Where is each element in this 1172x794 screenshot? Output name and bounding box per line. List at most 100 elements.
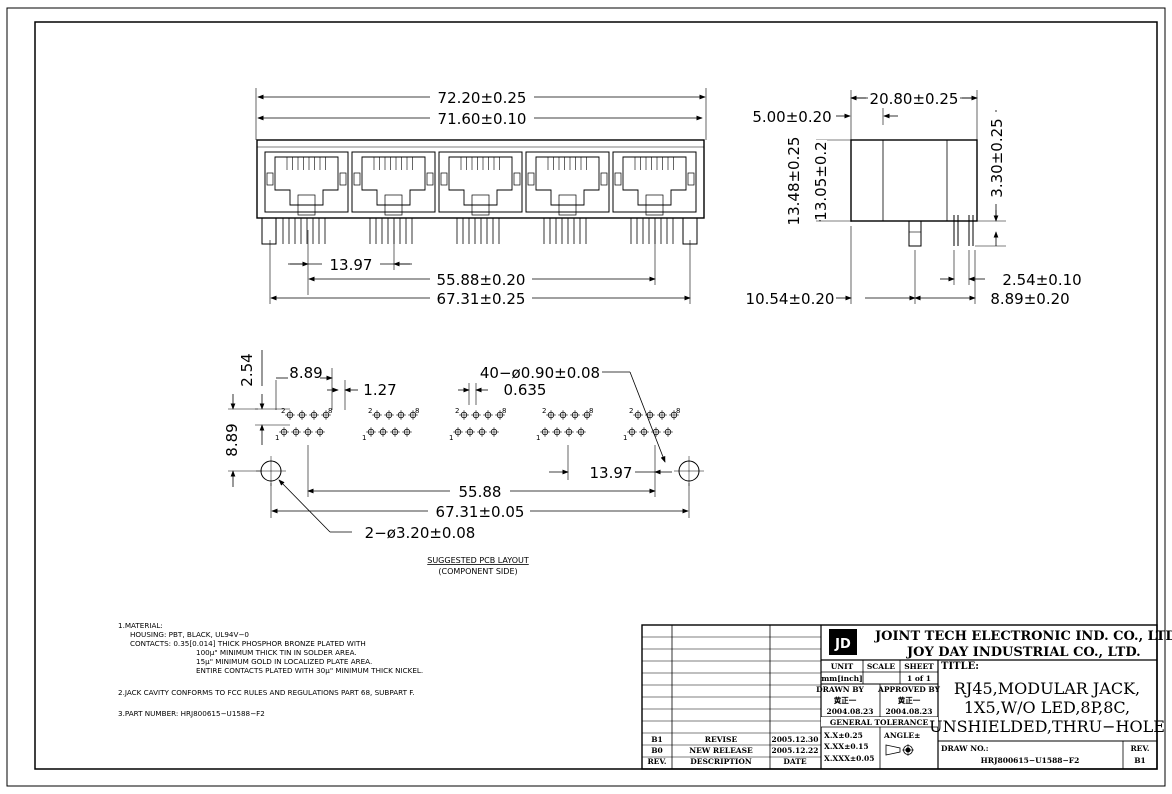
pin-label-8: 8	[676, 407, 680, 415]
dim-post-hole-spec: 2−ø3.20±0.08	[365, 524, 476, 542]
dim-height-total: 13.48±0.25	[785, 137, 803, 226]
pin-label-2: 2	[542, 407, 546, 415]
note-material: 1.MATERIAL:	[118, 621, 163, 630]
unit-header: UNIT	[831, 662, 854, 671]
note-contacts: CONTACTS: 0.35[0.014] THICK PHOSPHOR BRO…	[130, 639, 366, 648]
dim-pcb-group-width: 8.89	[289, 364, 322, 382]
rj45-port	[438, 151, 523, 216]
front-legs	[261, 217, 698, 245]
rj45-port	[612, 151, 697, 216]
revision-row: B1 REVISE 2005.12.30	[651, 735, 818, 744]
revision-row: B0 NEW RELEASE 2005.12.22	[651, 746, 818, 755]
revision-row: REV. DESCRIPTION DATE	[647, 757, 806, 766]
tolerance-1: X.X±0.25	[824, 731, 863, 740]
side-post	[908, 220, 922, 247]
dim-body-width: 71.60±0.10	[438, 110, 527, 128]
revision-code: B1	[651, 735, 663, 744]
revision-description: REVISE	[705, 735, 738, 744]
pin-label-1: 1	[449, 434, 453, 442]
dim-rear-offset: 10.54±0.20	[746, 290, 835, 308]
title-header: TITLE:	[941, 661, 979, 672]
revision-date: 2005.12.22	[772, 746, 819, 755]
outer-border	[6, 7, 1166, 787]
dim-height-body: 13.05±0.2	[812, 141, 830, 220]
revision-code: REV.	[647, 757, 666, 766]
inner-border	[34, 21, 1158, 770]
svg-text:JD: JD	[834, 637, 851, 652]
pin-label-1: 1	[623, 434, 627, 442]
company-name-2: JOY DAY INDUSTRIAL CO., LTD.	[906, 645, 1141, 660]
company-name-1: JOINT TECH ELECTRONIC IND. CO., LTD.	[874, 629, 1172, 644]
angle-label: ANGLE±	[883, 731, 920, 740]
rj45-port	[264, 151, 349, 216]
revision-code: B0	[651, 746, 663, 755]
rj45-port	[351, 151, 436, 216]
dim-pin-pitch: 2.54±0.10	[1002, 271, 1081, 289]
approved-by-header: APPROVED BY	[877, 685, 941, 694]
dim-row-spacing: 8.89±0.20	[990, 290, 1069, 308]
tolerance-3: X.XXX±0.05	[824, 754, 874, 763]
front-view: 72.20±0.25 71.60±0.10 13.97 55.88±0.20 6…	[255, 88, 707, 308]
dim-pcb-row-spacing: 8.89	[223, 423, 241, 456]
dim-overall-width: 72.20±0.25	[438, 89, 527, 107]
title-line-3: UNSHIELDED,THRU−HOLE	[929, 717, 1165, 736]
pin-label-1: 1	[362, 434, 366, 442]
drawn-date: 2004.08.23	[827, 707, 874, 716]
rev-header: REV.	[1130, 744, 1149, 753]
pin-label-8: 8	[415, 407, 419, 415]
tolerance-2: X.XX±0.15	[824, 742, 869, 751]
draw-no-header: DRAW NO.:	[941, 744, 989, 753]
sheet-header: SHEET	[904, 662, 934, 671]
pcb-caption-sub: (COMPONENT SIDE)	[438, 567, 517, 576]
dim-depth: 20.80±0.25	[870, 90, 959, 108]
note-part-number: 3.PART NUMBER: HRJ800615−U1588−F2	[118, 709, 265, 718]
scale-header: SCALE	[867, 662, 895, 671]
pin-label-2: 2	[455, 407, 459, 415]
notes: 1.MATERIAL: HOUSING: PBT, BLACK, UL94V−0…	[118, 621, 423, 718]
unit-value: mm[inch]	[821, 674, 862, 683]
drawn-by-name: 黄正一	[834, 695, 857, 705]
dim-pcb-pin-pitch: 1.27	[363, 381, 396, 399]
dim-post-span: 67.31±0.25	[437, 290, 526, 308]
board-post	[261, 217, 277, 245]
rev-value: B1	[1134, 756, 1146, 765]
pcb-pin-group: 2 8 1	[536, 407, 593, 442]
note-contacts-4: ENTIRE CONTACTS PLATED WITH 30μ" MINIMUM…	[196, 666, 423, 675]
pin-label-2: 2	[281, 407, 285, 415]
housing-outline	[256, 139, 705, 219]
revision-description: DESCRIPTION	[690, 757, 752, 766]
projection-symbol-icon	[885, 744, 914, 756]
title-line-2: 1X5,W/O LED,8P,8C,	[964, 698, 1130, 717]
port-pins	[282, 218, 326, 244]
drawn-by-header: DRAWN BY	[816, 685, 864, 694]
note-fcc: 2.JACK CAVITY CONFORMS TO FCC RULES AND …	[118, 688, 415, 697]
company-logo-icon	[829, 629, 857, 655]
side-body	[850, 139, 978, 222]
dim-pcb-row-offset: 2.54	[238, 353, 256, 386]
dim-pcb-post-span: 67.31±0.05	[436, 503, 525, 521]
dim-pcb-outer-groups: 55.88	[459, 483, 502, 501]
sheet-value: 1 of 1	[907, 674, 931, 683]
draw-no-value: HRJ800615−U1588−F2	[981, 756, 1080, 765]
note-contacts-3: 15μ" MINIMUM GOLD IN LOCALIZED PLATE ARE…	[196, 657, 372, 666]
dim-pcb-group-pitch: 13.97	[590, 464, 633, 482]
tolerance-header: GENERAL TOLERANCE	[830, 718, 929, 727]
dim-front-offset: 5.00±0.20	[752, 108, 831, 126]
revision-date: 2005.12.30	[772, 735, 819, 744]
pin-label-1: 1	[536, 434, 540, 442]
pin-label-8: 8	[328, 407, 332, 415]
approved-by-name: 黄正一	[898, 695, 921, 705]
port-pins	[630, 218, 674, 244]
port-pins	[543, 218, 587, 244]
pin-label-8: 8	[589, 407, 593, 415]
approved-date: 2004.08.23	[886, 707, 933, 716]
dim-pin-length: 3.30±0.25	[988, 118, 1006, 197]
revision-description: NEW RELEASE	[689, 746, 753, 755]
revision-date: DATE	[783, 757, 806, 766]
